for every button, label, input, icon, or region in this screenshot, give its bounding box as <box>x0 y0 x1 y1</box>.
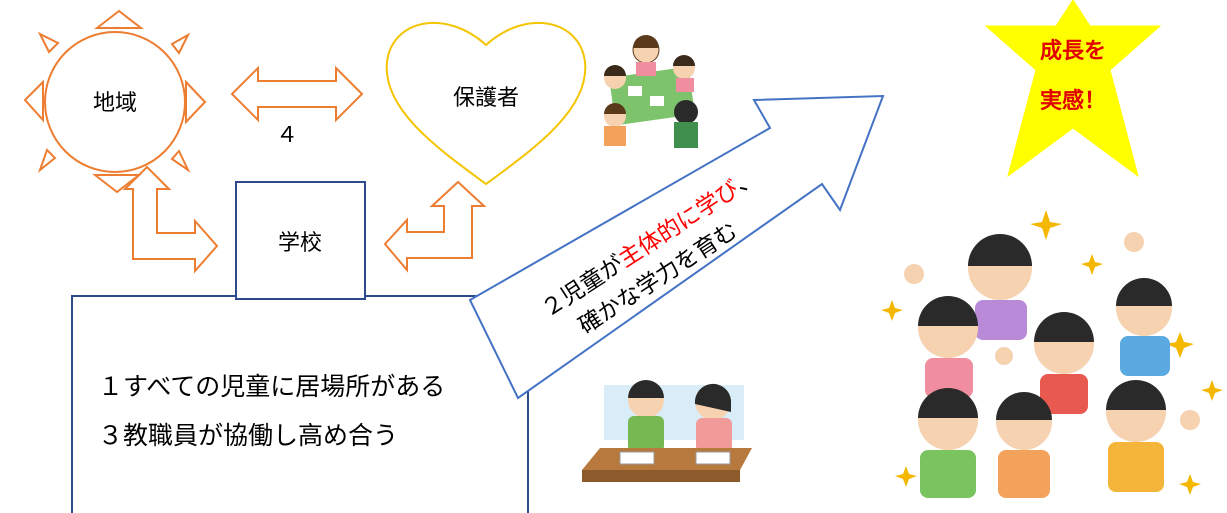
community-label: 地域 <box>93 91 137 116</box>
growth-arrow <box>468 94 885 400</box>
community-school-arrow <box>122 165 219 274</box>
goal-line-1: １すべての児童に居場所がある <box>98 372 445 401</box>
star-text-1: 成長を <box>1040 39 1106 64</box>
star-shape <box>984 0 1162 178</box>
cheering-children-illustration <box>881 210 1223 498</box>
school-box <box>235 181 366 300</box>
guardians-label: 保護者 <box>453 86 519 111</box>
link-number: ４ <box>276 123 298 148</box>
goals-box <box>71 295 529 513</box>
school-guardians-arrow <box>383 180 487 273</box>
star-text-2: 実感！ <box>1040 88 1106 114</box>
parents-meeting-illustration <box>604 35 698 148</box>
community-guardians-arrow <box>230 65 364 123</box>
goal-line-3: ３教職員が協働し高め合う <box>98 421 398 450</box>
heart-shape <box>385 21 587 186</box>
sun-shape <box>23 9 207 194</box>
school-label: 学校 <box>278 231 322 256</box>
students-studying-illustration <box>582 380 752 482</box>
